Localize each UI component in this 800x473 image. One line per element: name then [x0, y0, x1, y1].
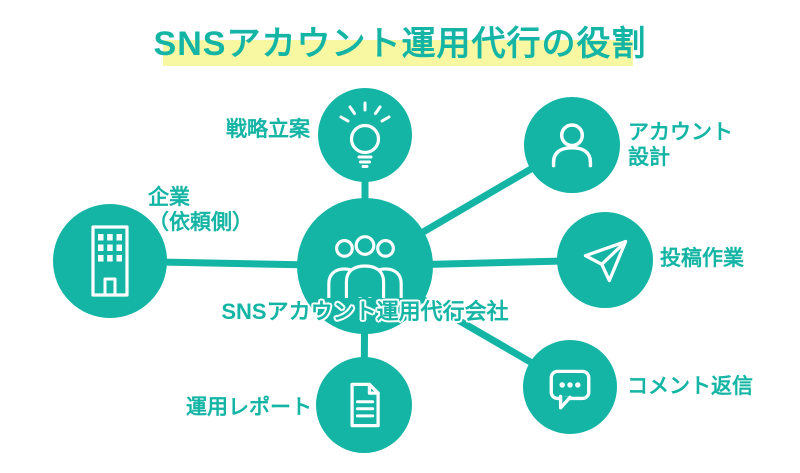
strategy-label: 戦略立案 — [226, 118, 310, 141]
account-design-label: アカウント 設計 — [628, 120, 733, 170]
page-title: SNSアカウント運用代行の役割 — [153, 25, 647, 63]
document-icon — [350, 382, 380, 428]
client-company-label: 企業 （依頼側） — [148, 185, 253, 235]
account-design-label-line1: アカウント — [628, 121, 733, 144]
posting-label: 投稿作業 — [660, 247, 744, 270]
posting-circle — [557, 212, 653, 308]
building-icon — [91, 225, 129, 297]
report-circle — [316, 357, 412, 453]
person-icon — [551, 123, 593, 168]
comment-reply-label: コメント返信 — [627, 375, 753, 398]
paper-plane-icon — [583, 239, 628, 283]
title-highlight-bar — [163, 40, 633, 66]
strategy-circle — [318, 88, 412, 182]
account-design-circle — [524, 97, 620, 193]
lightbulb-icon — [339, 101, 391, 168]
account-design-label-line2: 設計 — [628, 146, 670, 169]
hub-label: SNSアカウント運用代行会社 — [221, 299, 509, 324]
client-company-label-line1: 企業 — [148, 186, 190, 209]
client-company-circle — [53, 204, 167, 318]
report-label: 運用レポート — [186, 396, 312, 419]
speech-bubble-icon — [549, 369, 591, 410]
hub-circle — [297, 198, 433, 334]
comment-reply-circle — [523, 340, 617, 434]
people-group-icon — [327, 235, 403, 298]
client-company-label-line2: （依頼側） — [148, 211, 253, 234]
